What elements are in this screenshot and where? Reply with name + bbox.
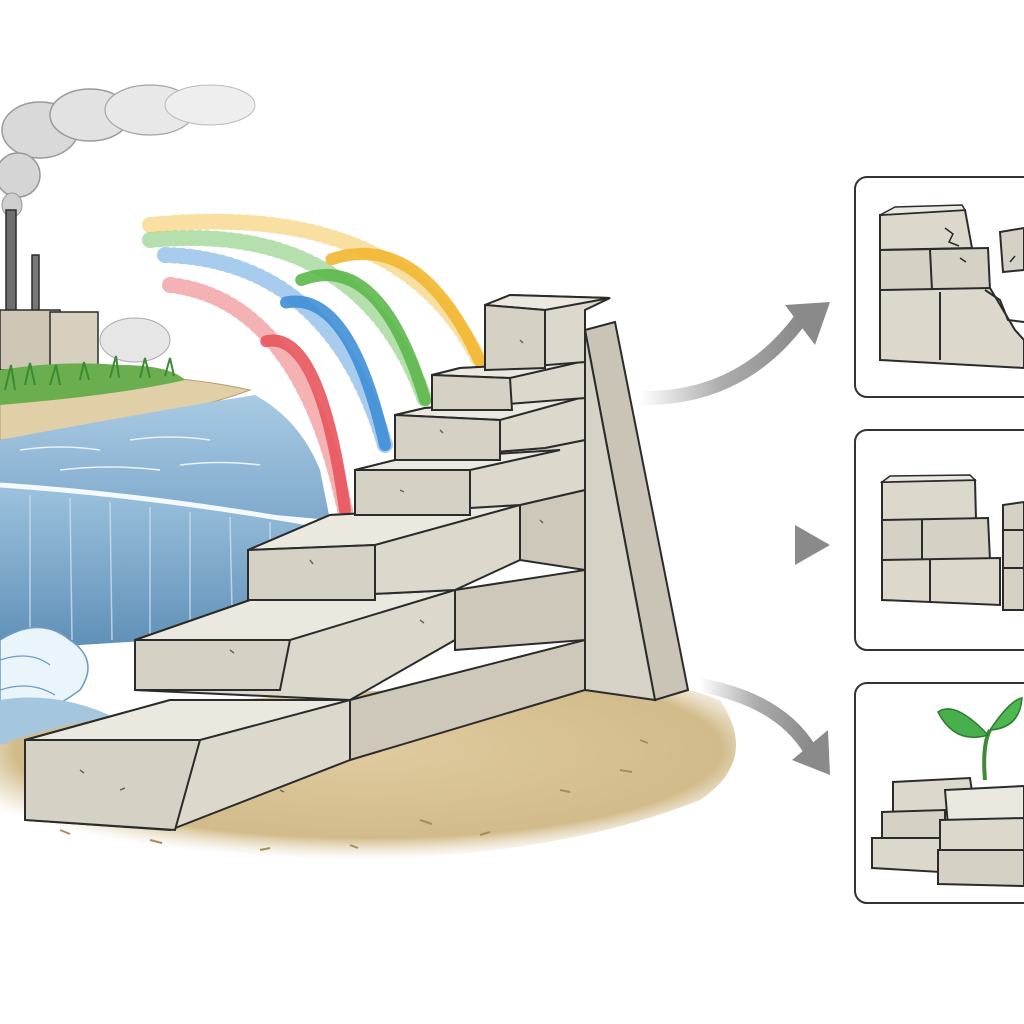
low-blocks	[871, 776, 1024, 888]
arrow-to-regrowth	[693, 678, 830, 775]
sprout-icon	[937, 697, 1023, 781]
arrow-to-crumbling	[633, 302, 830, 406]
outcome-panel-regrowth	[854, 682, 1024, 904]
smoke-icon	[0, 84, 256, 218]
river-bank	[0, 355, 252, 441]
arrow-right-icon	[633, 313, 807, 406]
colored-streams	[142, 213, 488, 518]
crumbling-blocks-icon	[879, 204, 1024, 370]
blue-stream-core	[280, 295, 391, 451]
outcome-panel-crumbling	[854, 176, 1024, 398]
stair-wall-icon	[24, 293, 690, 832]
yellow-stream-core	[325, 248, 486, 368]
red-stream-core	[260, 334, 351, 516]
arrow-right-icon	[693, 678, 817, 757]
arrow-to-stable	[673, 525, 830, 565]
river-water	[0, 395, 330, 520]
factory-icon	[0, 209, 171, 371]
green-stream-core	[295, 269, 431, 406]
outcome-panel-stable	[854, 429, 1024, 651]
stable-blocks-icon	[879, 474, 1024, 611]
